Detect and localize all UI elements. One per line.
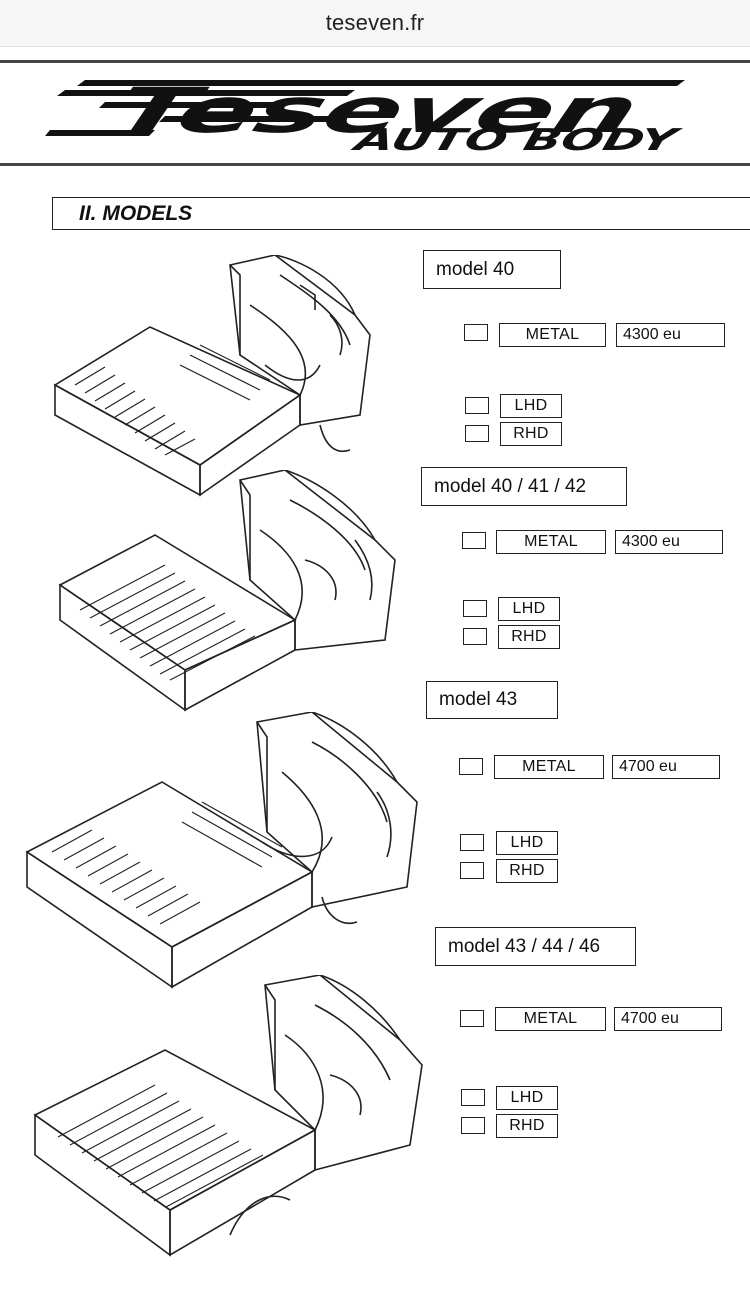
model-40-41-42-material-label: METAL xyxy=(496,530,606,554)
model-43-44-46-body-drawing xyxy=(33,975,423,1257)
model-43-label: model 43 xyxy=(426,681,558,719)
model-40-41-42-price: 4300 eu xyxy=(615,530,723,554)
browser-url-bar[interactable]: teseven.fr xyxy=(0,0,750,47)
model-43-44-46-metal-checkbox[interactable] xyxy=(460,1010,484,1027)
model-43-lhd-label: LHD xyxy=(496,831,558,855)
model-40-rhd-label: RHD xyxy=(500,422,562,446)
model-43-44-46-lhd-label: LHD xyxy=(496,1086,558,1110)
model-40-41-42-rhd-label: RHD xyxy=(498,625,560,649)
model-43-price: 4700 eu xyxy=(612,755,720,779)
model-43-metal-checkbox[interactable] xyxy=(459,758,483,775)
model-43-44-46-label: model 43 / 44 / 46 xyxy=(435,927,636,966)
model-43-44-46-rhd-checkbox[interactable] xyxy=(461,1117,485,1134)
model-40-body-drawing xyxy=(53,255,371,497)
model-40-41-42-rhd-checkbox[interactable] xyxy=(463,628,487,645)
model-40-price: 4300 eu xyxy=(616,323,725,347)
model-40-rhd-checkbox[interactable] xyxy=(465,425,489,442)
section-title: II. MODELS xyxy=(79,202,193,225)
logo-main-text: Teseven xyxy=(104,75,647,147)
model-40-41-42-metal-checkbox[interactable] xyxy=(462,532,486,549)
model-43-rhd-label: RHD xyxy=(496,859,558,883)
header-rule-bottom xyxy=(0,163,750,166)
header-rule-top xyxy=(0,60,750,63)
model-40-41-42-lhd-checkbox[interactable] xyxy=(463,600,487,617)
model-40-41-42-label: model 40 / 41 / 42 xyxy=(421,467,627,506)
model-40-lhd-label: LHD xyxy=(500,394,562,418)
model-43-44-46-material-label: METAL xyxy=(495,1007,606,1031)
model-40-material-label: METAL xyxy=(499,323,606,347)
logo-sub-text: AUTO BODY xyxy=(348,123,685,156)
model-43-44-46-price: 4700 eu xyxy=(614,1007,722,1031)
model-43-material-label: METAL xyxy=(494,755,604,779)
model-40-label: model 40 xyxy=(423,250,561,289)
model-40-lhd-checkbox[interactable] xyxy=(465,397,489,414)
model-40-41-42-body-drawing xyxy=(58,470,396,712)
model-43-body-drawing xyxy=(25,712,418,989)
model-43-44-46-rhd-label: RHD xyxy=(496,1114,558,1138)
model-43-lhd-checkbox[interactable] xyxy=(460,834,484,851)
model-43-rhd-checkbox[interactable] xyxy=(460,862,484,879)
section-heading: II. MODELS xyxy=(52,197,750,230)
model-43-44-46-lhd-checkbox[interactable] xyxy=(461,1089,485,1106)
model-40-41-42-lhd-label: LHD xyxy=(498,597,560,621)
url-text: teseven.fr xyxy=(325,10,425,35)
model-40-metal-checkbox[interactable] xyxy=(464,324,488,341)
teseven-logo: Teseven AUTO BODY xyxy=(45,75,685,156)
